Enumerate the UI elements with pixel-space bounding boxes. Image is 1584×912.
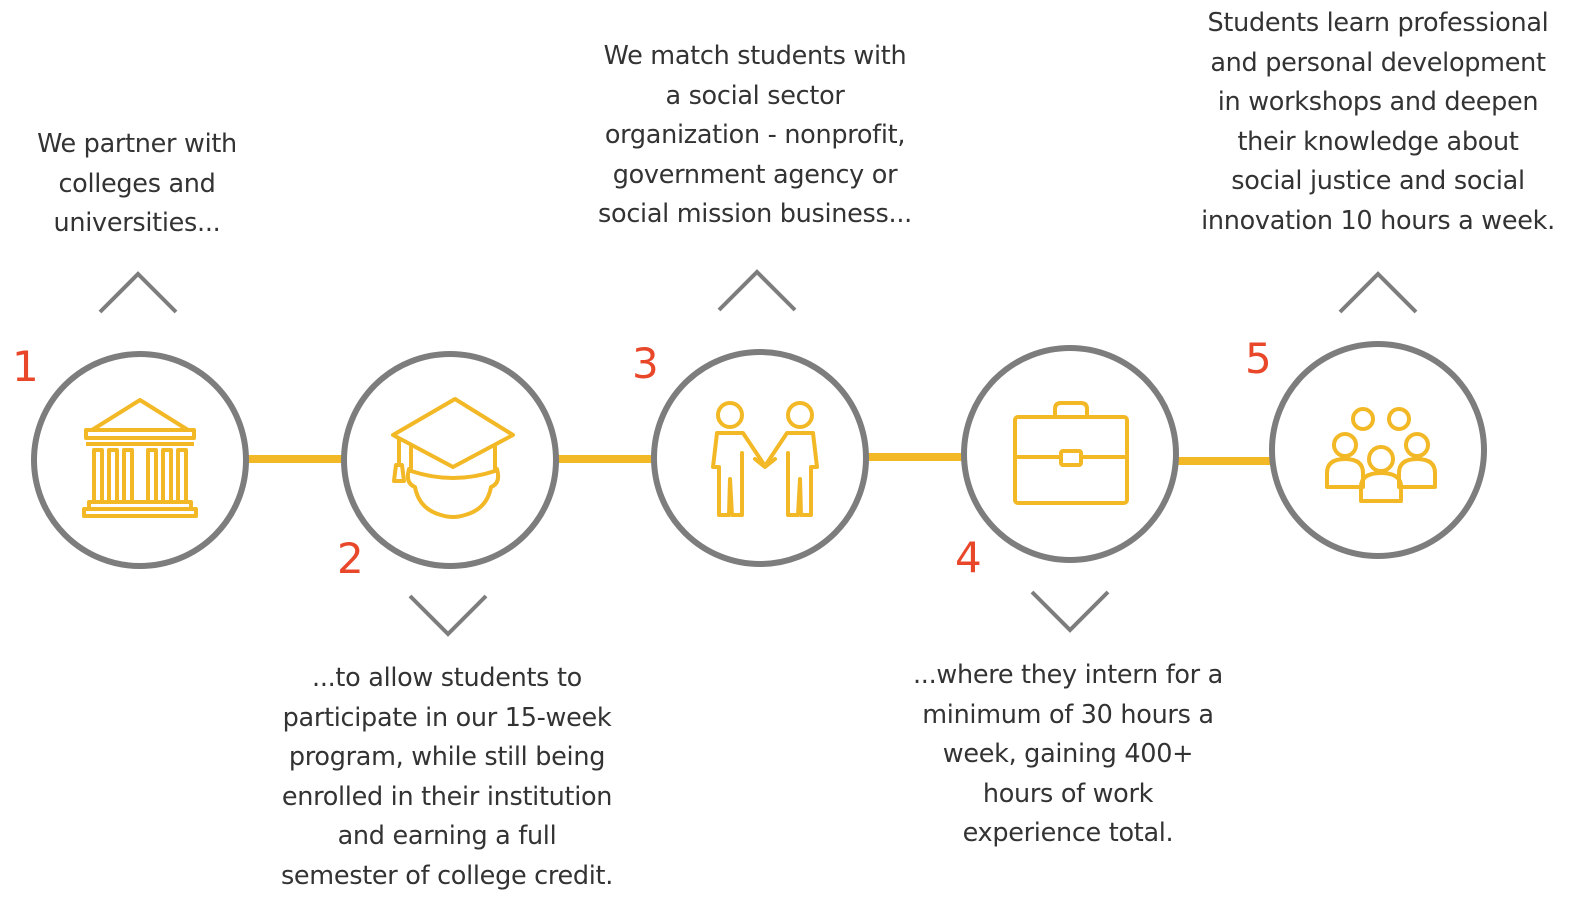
step-1-number: 1 (12, 342, 39, 391)
step-4-number: 4 (955, 533, 982, 582)
graduation-cap-icon (391, 397, 515, 519)
step-2-text: ...to allow students to participate in o… (280, 663, 614, 891)
group-people-icon (1325, 407, 1437, 503)
step-4-circle (961, 345, 1179, 563)
step-5-text: Students learn professional and personal… (1201, 8, 1555, 236)
step-2-number: 2 (337, 534, 364, 583)
chevron-up-icon (717, 269, 797, 312)
chevron-up-icon (98, 271, 178, 314)
chevron-up-icon (1338, 271, 1418, 314)
connector-3-4 (866, 453, 962, 461)
chevron-down-icon (1030, 590, 1110, 633)
chevron-down-icon (408, 594, 488, 637)
step-3-text: We match students with a social sector o… (598, 41, 912, 230)
briefcase-icon (1013, 401, 1129, 505)
step-3-circle (651, 349, 869, 567)
connector-4-5 (1178, 457, 1272, 465)
handshake-icon (711, 401, 819, 517)
university-building-icon (82, 398, 198, 518)
step-5-number: 5 (1245, 334, 1272, 383)
step-5-circle (1269, 341, 1487, 559)
step-2-circle (341, 351, 559, 569)
connector-2-3 (556, 455, 652, 463)
connector-1-2 (246, 455, 342, 463)
step-4-text: ...where they intern for a minimum of 30… (912, 660, 1224, 849)
step-3-number: 3 (632, 339, 659, 388)
step-1-text: We partner with colleges and universitie… (37, 129, 237, 239)
step-1-circle (31, 351, 249, 569)
